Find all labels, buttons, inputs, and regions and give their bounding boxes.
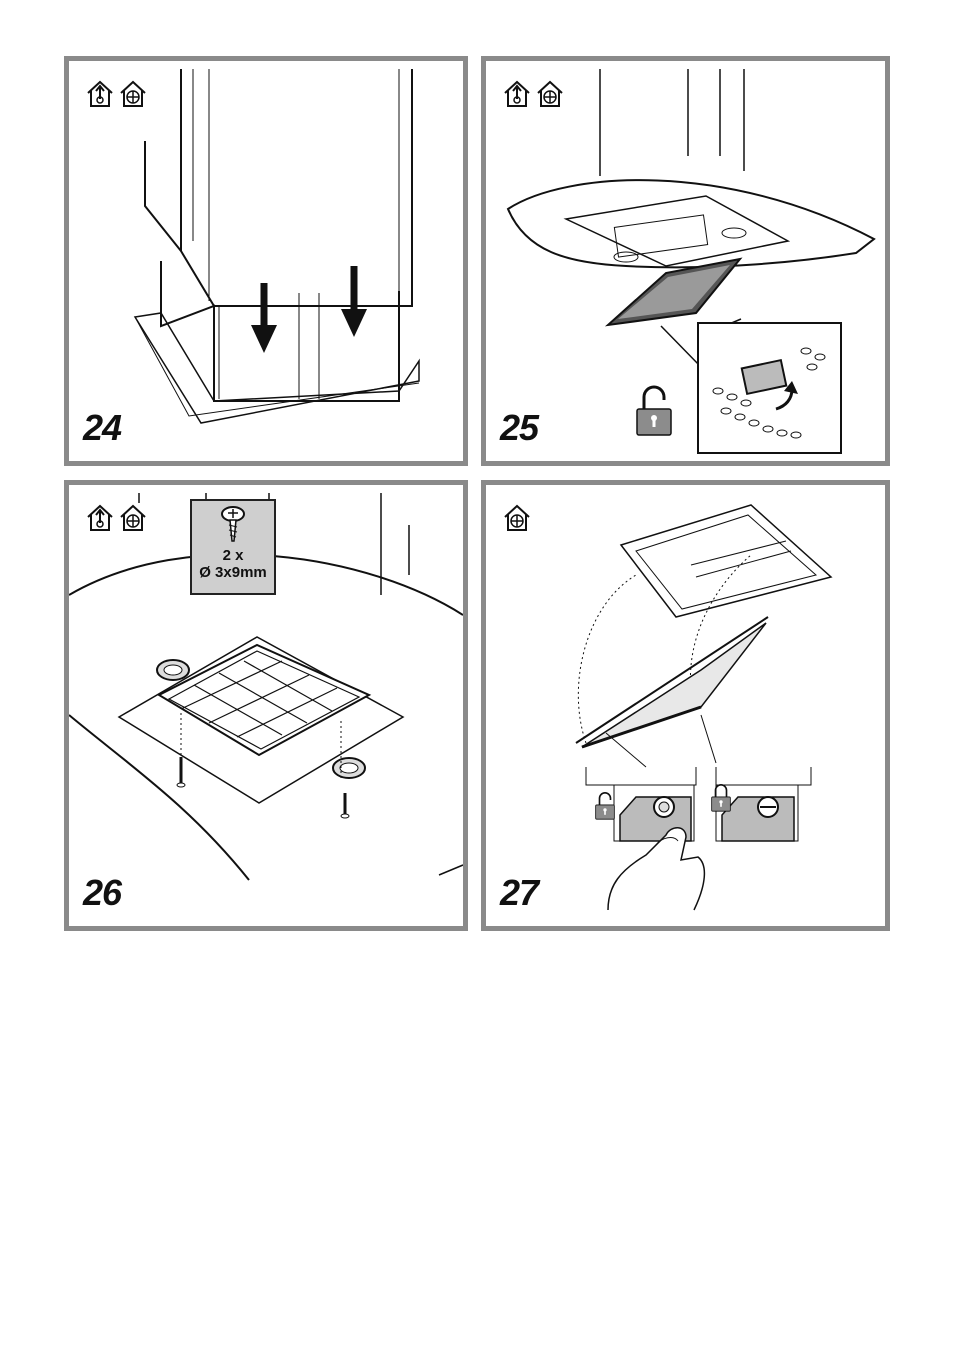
mode-icons	[502, 79, 565, 109]
step-number: 27	[500, 872, 538, 914]
step-number: 26	[83, 872, 121, 914]
exhaust-mode-icon	[502, 79, 532, 109]
exhaust-mode-icon	[85, 79, 115, 109]
step-27-panel: 27	[481, 480, 890, 931]
step-number: 25	[500, 407, 538, 449]
screw-spec-box: 2 x Ø 3x9mm	[190, 499, 276, 595]
mode-icons	[502, 503, 532, 533]
exhaust-mode-icon	[85, 503, 115, 533]
mode-icons	[85, 79, 148, 109]
unlock-padlock-icon	[594, 791, 616, 821]
recirculation-mode-icon	[502, 503, 532, 533]
screw-icon	[218, 505, 248, 545]
step-24-panel: 24	[64, 56, 468, 466]
unlock-padlock-icon	[634, 385, 674, 437]
screw-quantity: 2 x	[192, 547, 274, 564]
recirculation-mode-icon	[118, 503, 148, 533]
chimney-installation-illustration	[69, 61, 463, 461]
charcoal-filter-insert-illustration	[486, 485, 885, 926]
grease-filter-removal-illustration	[486, 61, 885, 461]
step-25-panel: 25	[481, 56, 890, 466]
recirculation-mode-icon	[535, 79, 565, 109]
lock-padlock-icon	[710, 783, 732, 813]
screw-size: Ø 3x9mm	[192, 564, 274, 581]
mode-icons	[85, 503, 148, 533]
step-number: 24	[83, 407, 121, 449]
step-26-panel: 2 x Ø 3x9mm 26	[64, 480, 468, 931]
recirculation-mode-icon	[118, 79, 148, 109]
